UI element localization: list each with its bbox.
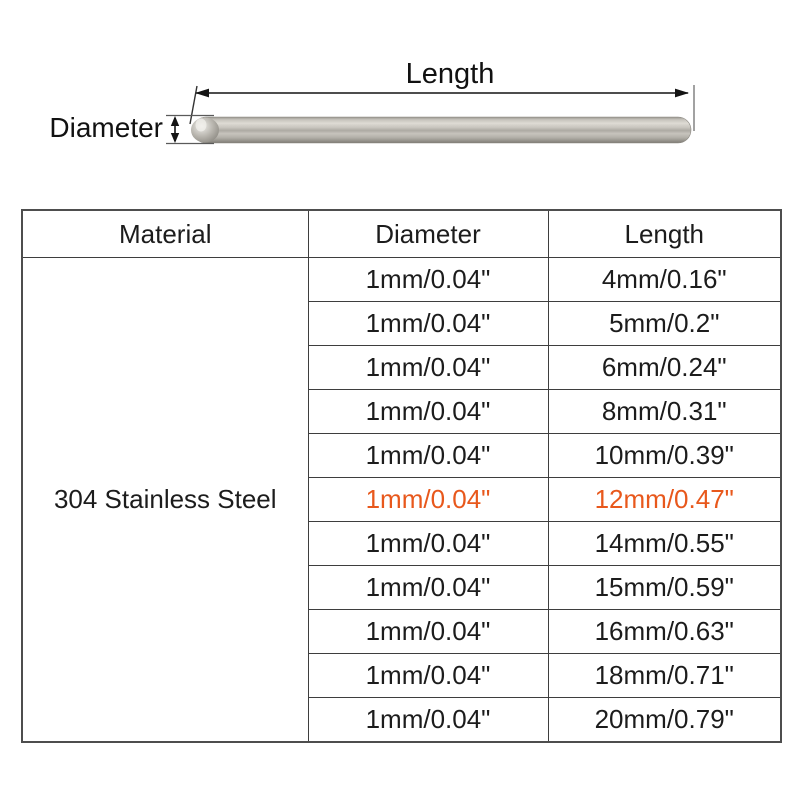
table-row: 1mm/0.04"14mm/0.55" (22, 521, 782, 566)
table-row: 1mm/0.04"15mm/0.59" (22, 565, 782, 610)
table-header-row: Material Diameter Length (21, 209, 782, 258)
pin-drawing (166, 85, 695, 145)
length-cell: 15mm/0.59" (547, 565, 782, 610)
diameter-cell: 1mm/0.04" (307, 301, 549, 346)
table-row: 1mm/0.04"16mm/0.63" (22, 609, 782, 654)
table-row: 1mm/0.04"12mm/0.47" (22, 477, 782, 522)
diameter-cell: 1mm/0.04" (307, 345, 549, 390)
diameter-label: Diameter (49, 112, 163, 143)
table-row: 1mm/0.04"10mm/0.39" (22, 433, 782, 478)
length-cell: 20mm/0.79" (547, 697, 782, 743)
pin-rod (191, 116, 692, 144)
length-cell: 14mm/0.55" (547, 521, 782, 566)
header-length: Length (547, 209, 782, 258)
header-material: Material (21, 209, 309, 258)
length-cell: 10mm/0.39" (547, 433, 782, 478)
diameter-cell: 1mm/0.04" (307, 389, 549, 434)
length-cell: 18mm/0.71" (547, 653, 782, 698)
length-cell: 16mm/0.63" (547, 609, 782, 654)
table-row: 1mm/0.04"6mm/0.24" (22, 345, 782, 390)
length-dimension-arrow (189, 85, 695, 131)
diameter-cell: 1mm/0.04" (307, 653, 549, 698)
diameter-cell: 1mm/0.04" (307, 433, 549, 478)
material-cell: 304 Stainless Steel (21, 257, 309, 743)
diameter-cell: 1mm/0.04" (307, 521, 549, 566)
diameter-cell: 1mm/0.04" (307, 609, 549, 654)
length-cell: 5mm/0.2" (547, 301, 782, 346)
length-label: Length (405, 58, 495, 90)
pin-dimension-diagram: Length Diameter (0, 0, 800, 200)
length-cell: 8mm/0.31" (547, 389, 782, 434)
diameter-cell: 1mm/0.04" (307, 565, 549, 610)
diameter-cell: 1mm/0.04" (307, 697, 549, 743)
header-diameter: Diameter (307, 209, 549, 258)
length-cell: 6mm/0.24" (547, 345, 782, 390)
diameter-dimension-arrow (166, 114, 214, 145)
diameter-cell: 1mm/0.04" (307, 257, 549, 302)
spec-table: Material Diameter Length 304 Stainless S… (21, 209, 782, 743)
table-row: 1mm/0.04"20mm/0.79" (22, 697, 782, 743)
diameter-cell: 1mm/0.04" (307, 477, 549, 522)
length-cell: 12mm/0.47" (547, 477, 782, 522)
table-row: 1mm/0.04"18mm/0.71" (22, 653, 782, 698)
table-row: 1mm/0.04"8mm/0.31" (22, 389, 782, 434)
length-cell: 4mm/0.16" (547, 257, 782, 302)
